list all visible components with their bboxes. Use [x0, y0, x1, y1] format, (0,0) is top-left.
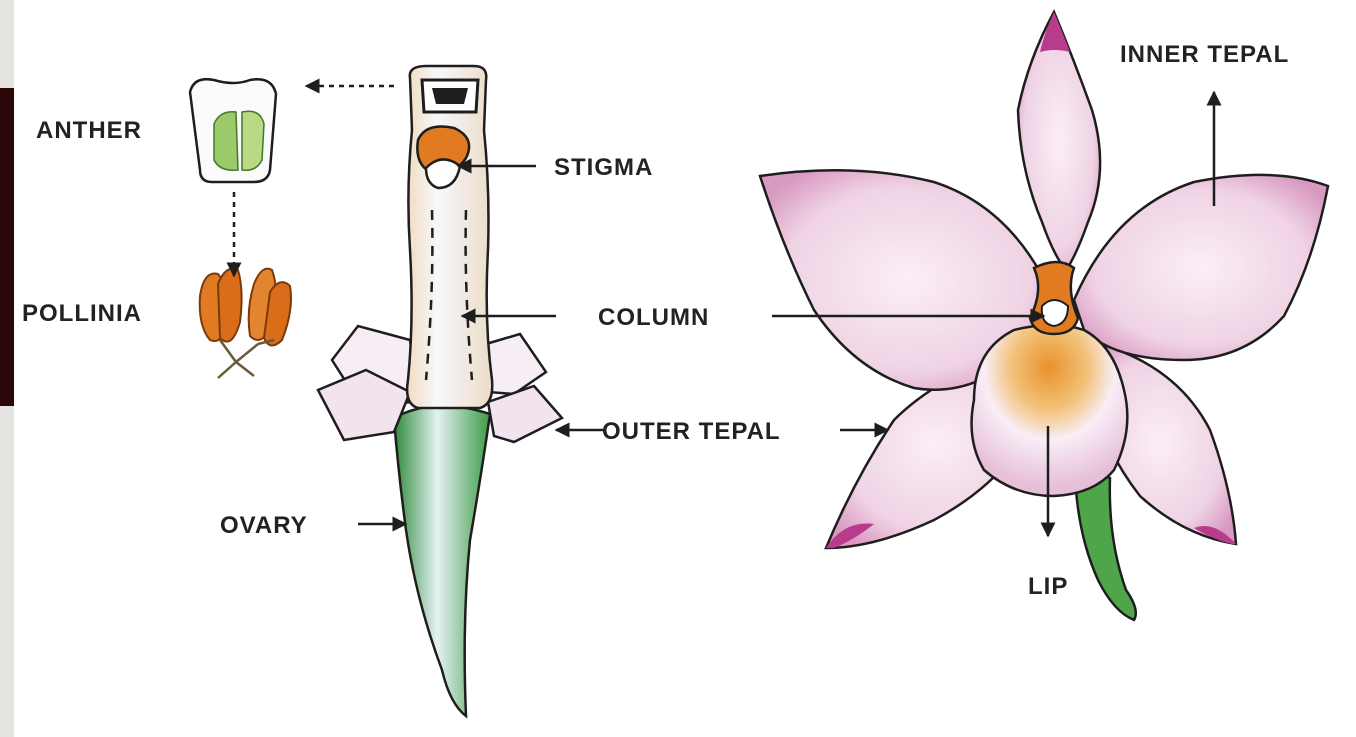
label-outer-tepal: OUTER TEPAL [602, 418, 781, 445]
column-drawing [407, 66, 492, 408]
ovary-drawing [394, 406, 490, 716]
label-inner-tepal: INNER TEPAL [1120, 41, 1289, 68]
label-anther: ANTHER [36, 117, 142, 144]
label-column: COLUMN [598, 304, 709, 331]
pollinia-drawing [200, 269, 291, 378]
side-dark-tab [0, 88, 14, 406]
label-pollinia: POLLINIA [22, 300, 142, 327]
orchid-diagram: ANTHER POLLINIA STIGMA COLUMN OUTER TEPA… [14, 0, 1356, 737]
anther-drawing [190, 79, 276, 182]
diagram-canvas: ANTHER POLLINIA STIGMA COLUMN OUTER TEPA… [14, 0, 1356, 737]
label-ovary: OVARY [220, 512, 308, 539]
label-stigma: STIGMA [554, 154, 653, 181]
label-lip: LIP [1028, 573, 1068, 600]
